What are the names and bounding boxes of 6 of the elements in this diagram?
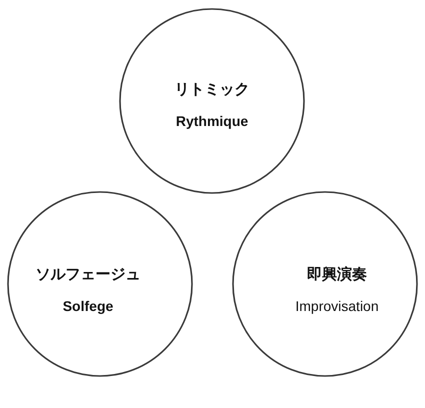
circle-label: Improvisation (295, 298, 379, 314)
circle-heading: 即興演奏 (307, 265, 367, 284)
circle-label: Solfege (62, 298, 114, 314)
circle-heading: ソルフェージュ (36, 265, 140, 284)
circle-heading: リトミック (174, 80, 250, 99)
circle-label: Rythmique (176, 113, 248, 129)
